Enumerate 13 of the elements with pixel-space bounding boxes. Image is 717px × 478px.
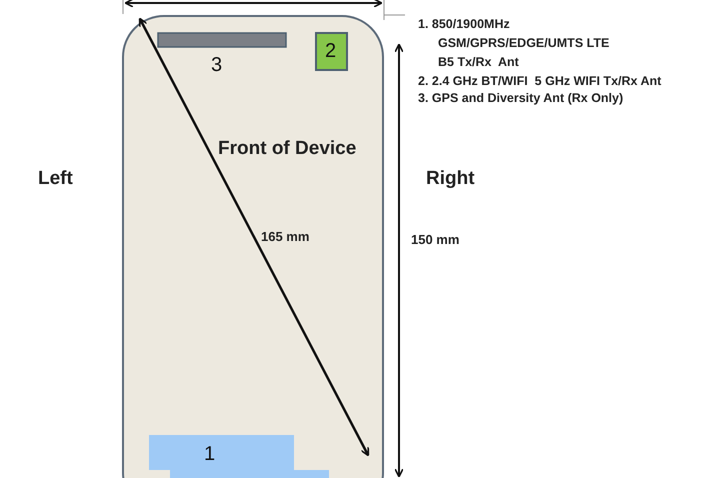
device-outline	[122, 15, 384, 478]
antenna-number: 2	[325, 40, 336, 63]
side-label: Right	[426, 168, 475, 190]
antenna-block	[315, 32, 348, 71]
dimension-label: 150 mm	[411, 232, 460, 247]
antenna-legend-item: 1. 850/1900MHz GSM/GPRS/EDGE/UMTS LTE B5 Tx/Rx Ant	[418, 16, 610, 71]
dimension-label: 165 mm	[261, 229, 310, 244]
antenna-legend-item: 2. 2.4 GHz BT/WIFI 5 GHz WIFI Tx/Rx Ant	[418, 73, 662, 90]
side-label: Left	[38, 168, 73, 190]
device-face-label: Front of Device	[218, 138, 356, 160]
antenna-number: 3	[211, 54, 222, 77]
antenna-number: 1	[204, 443, 216, 466]
antenna-legend-item: 3. GPS and Diversity Ant (Rx Only)	[418, 90, 624, 107]
